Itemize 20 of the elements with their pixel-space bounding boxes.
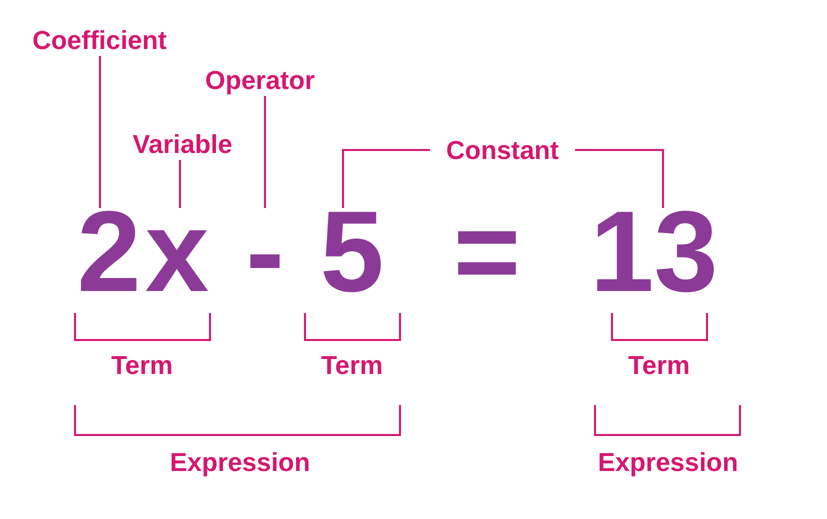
equation-symbol: x — [143, 208, 211, 296]
leader-line — [264, 96, 266, 208]
equation-symbol: 13 — [590, 208, 718, 296]
equals-sign: = — [453, 188, 521, 316]
annotation-label: Operator — [190, 64, 330, 96]
equation-symbol: 5 — [318, 208, 386, 296]
annotation-label: Coefficient — [12, 24, 187, 56]
annotation-label: Constant — [430, 134, 575, 166]
bracket-label: Expression — [170, 447, 310, 477]
equation-symbol: - — [245, 208, 285, 296]
bracket-label: Term — [628, 350, 690, 380]
leader-line — [575, 149, 664, 208]
bracket-label: Term — [111, 350, 173, 380]
leader-line — [179, 160, 181, 208]
leader-line — [342, 149, 430, 208]
bracket-label: Term — [321, 350, 383, 380]
annotation-label: Variable — [120, 128, 245, 160]
equation-symbol: 2 — [75, 208, 143, 296]
bracket-label: Expression — [598, 447, 738, 477]
leader-line — [99, 56, 101, 208]
